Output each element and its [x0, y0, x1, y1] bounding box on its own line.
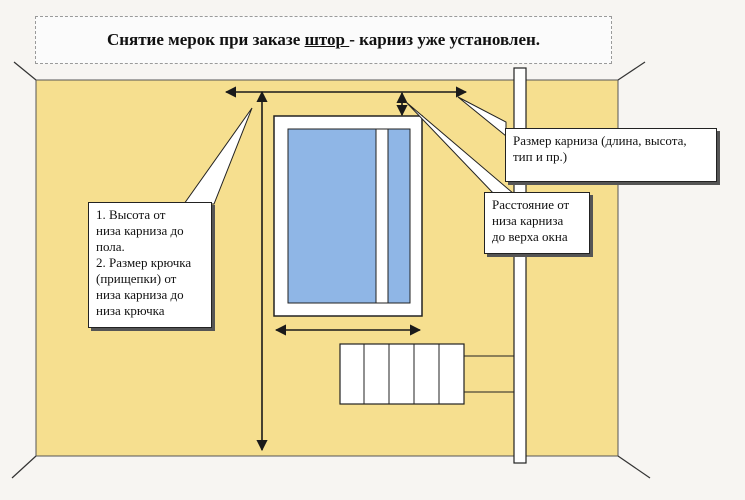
- callout-height-line-1: 1. Высота от: [96, 207, 166, 222]
- corner-line-top-left: [13, 61, 37, 81]
- corner-line-top-right: [617, 61, 646, 81]
- callout-height-line-7: низа крючка: [96, 303, 165, 318]
- title-part-2: - карниз уже установлен.: [349, 30, 541, 49]
- callout-distance: Расстояние от низа карниза до верха окна: [484, 192, 590, 254]
- callout-height-line-3: пола.: [96, 239, 125, 254]
- radiator: [339, 343, 514, 405]
- callout-rod-size-line-2: тип и пр.): [513, 149, 568, 164]
- callout-rod-size: Размер карниза (длина, высота, тип и пр.…: [505, 128, 717, 182]
- window-mullion: [375, 128, 389, 304]
- callout-height-line-6: низа карниза до: [96, 287, 184, 302]
- callout-height-line-5: (прищепки) от: [96, 271, 177, 286]
- window-glass-left: [287, 128, 377, 304]
- callout-rod-size-line-1: Размер карниза (длина, высота,: [513, 133, 687, 148]
- window-glass-right: [387, 128, 411, 304]
- title-part-1: Снятие мерок при заказе: [106, 30, 305, 49]
- callout-height-line-2: низа карниза до: [96, 223, 184, 238]
- callout-distance-line-3: до верха окна: [492, 229, 568, 244]
- title-box: Снятие мерок при заказе штор - карниз уж…: [35, 16, 612, 64]
- corner-line-bottom-left: [11, 455, 37, 479]
- page-title: Снятие мерок при заказе штор - карниз уж…: [107, 30, 540, 50]
- title-underlined-word: штор: [304, 30, 350, 49]
- callout-distance-line-1: Расстояние от: [492, 197, 570, 212]
- callout-height: 1. Высота от низа карниза до пола. 2. Ра…: [88, 202, 212, 328]
- callout-height-line-4: 2. Размер крючка: [96, 255, 192, 270]
- corner-line-bottom-right: [617, 455, 651, 479]
- callout-distance-line-2: низа карниза: [492, 213, 564, 228]
